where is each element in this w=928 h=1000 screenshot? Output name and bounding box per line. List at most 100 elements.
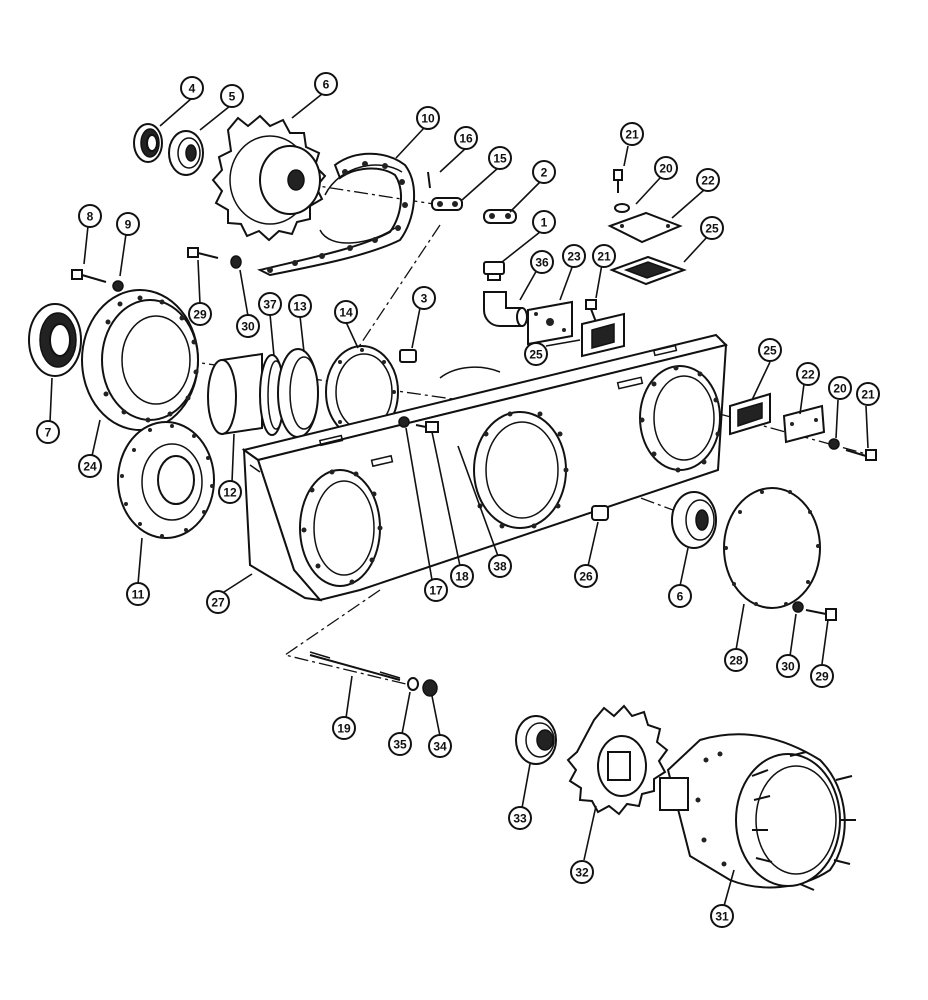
callout-circle: [488, 554, 512, 578]
callout-circle: [78, 454, 102, 478]
callout-number: 10: [421, 112, 435, 126]
callout-16: 16: [454, 126, 478, 150]
callout-number: 30: [781, 660, 795, 674]
callout-19: 19: [332, 716, 356, 740]
callout-23: 23: [562, 244, 586, 268]
callout-18: 18: [450, 564, 474, 588]
callout-38: 38: [488, 554, 512, 578]
callout-circle: [236, 314, 260, 338]
bolt-part-29-lower: [805, 608, 837, 621]
roller-chain-part-10: [257, 152, 416, 277]
callout-circle: [654, 156, 678, 180]
callout-circle: [126, 582, 150, 606]
callout-number: 6: [677, 590, 684, 604]
callout-circle: [758, 338, 782, 362]
plate-part-23: [527, 300, 573, 346]
callout-circle: [416, 106, 440, 130]
callout-circle: [206, 590, 230, 614]
callout-7: 7: [36, 420, 60, 444]
callout-number: 25: [529, 348, 543, 362]
callout-33: 33: [508, 806, 532, 830]
bolt-part-29-top: [187, 247, 219, 259]
callout-number: 29: [815, 670, 829, 684]
callout-37: 37: [258, 292, 282, 316]
callout-29: 29: [188, 302, 212, 326]
callout-20: 20: [654, 156, 678, 180]
callout-1: 1: [532, 210, 556, 234]
bolt-part-21-right: [845, 449, 877, 461]
plug-part-26: [591, 505, 609, 521]
callout-number: 21: [861, 388, 875, 402]
callout-25: 25: [524, 342, 548, 366]
callout-number: 7: [45, 426, 52, 440]
callout-number: 20: [833, 382, 847, 396]
callout-number: 22: [701, 174, 715, 188]
callout-circle: [532, 160, 556, 184]
callout-number: 12: [223, 486, 237, 500]
callout-circle: [188, 302, 212, 326]
callout-6: 6: [314, 72, 338, 96]
callout-number: 36: [535, 256, 549, 270]
callout-34: 34: [428, 734, 452, 758]
callout-circle: [592, 244, 616, 268]
callout-2: 2: [532, 160, 556, 184]
bolt-part-21-mid: [585, 299, 597, 323]
bolt-part-21-top: [613, 169, 623, 193]
callout-31: 31: [710, 904, 734, 928]
callout-number: 30: [241, 320, 255, 334]
chain-case-housing-part-27: [241, 333, 728, 602]
callout-number: 28: [729, 654, 743, 668]
nut-part-34: [422, 679, 438, 697]
bearing-part-13: [277, 348, 319, 438]
callout-5: 5: [220, 84, 244, 108]
plug-part-1: [483, 261, 505, 281]
callout-27: 27: [206, 590, 230, 614]
callout-35: 35: [388, 732, 412, 756]
callout-circle: [412, 286, 436, 310]
callout-circle: [562, 244, 586, 268]
callout-number: 24: [83, 460, 97, 474]
offset-link-part-2: [483, 209, 517, 224]
callout-circle: [710, 904, 734, 928]
callout-circle: [668, 584, 692, 608]
callout-circle: [180, 76, 204, 100]
drive-sprocket-part-6: [211, 114, 327, 242]
callout-25: 25: [700, 216, 724, 240]
callout-number: 16: [459, 132, 473, 146]
callout-number: 29: [193, 308, 207, 322]
callout-number: 15: [493, 152, 507, 166]
callout-circle: [334, 300, 358, 324]
washer-part-20-right: [828, 438, 840, 450]
callout-number: 3: [421, 292, 428, 306]
nut-part-30-top: [230, 255, 242, 269]
callout-21: 21: [592, 244, 616, 268]
callout-circle: [78, 204, 102, 228]
callout-circle: [856, 382, 880, 406]
callout-number: 35: [393, 738, 407, 752]
callout-circle: [424, 578, 448, 602]
callout-circle: [116, 212, 140, 236]
cover-plate-part-22-right: [782, 404, 826, 444]
connecting-link-part-15: [431, 197, 463, 211]
callout-circle: [220, 84, 244, 108]
nut-part-17: [398, 416, 410, 428]
callout-number: 25: [763, 344, 777, 358]
callout-circle: [288, 294, 312, 318]
gasket-part-25-top: [609, 255, 687, 286]
callout-circle: [450, 564, 474, 588]
callout-12: 12: [218, 480, 242, 504]
callout-number: 37: [263, 298, 277, 312]
callout-17: 17: [424, 578, 448, 602]
callout-number: 18: [455, 570, 469, 584]
callout-circle: [488, 146, 512, 170]
gasket-part-25-right: [729, 392, 771, 436]
callout-circle: [428, 734, 452, 758]
bearing-housing-part-24: [81, 289, 199, 431]
elbow-fitting-part-36: [483, 291, 528, 327]
callout-circle: [454, 126, 478, 150]
callout-22: 22: [796, 362, 820, 386]
callout-circle: [570, 860, 594, 884]
callout-circle: [530, 250, 554, 274]
callout-circle: [332, 716, 356, 740]
callout-28: 28: [724, 648, 748, 672]
